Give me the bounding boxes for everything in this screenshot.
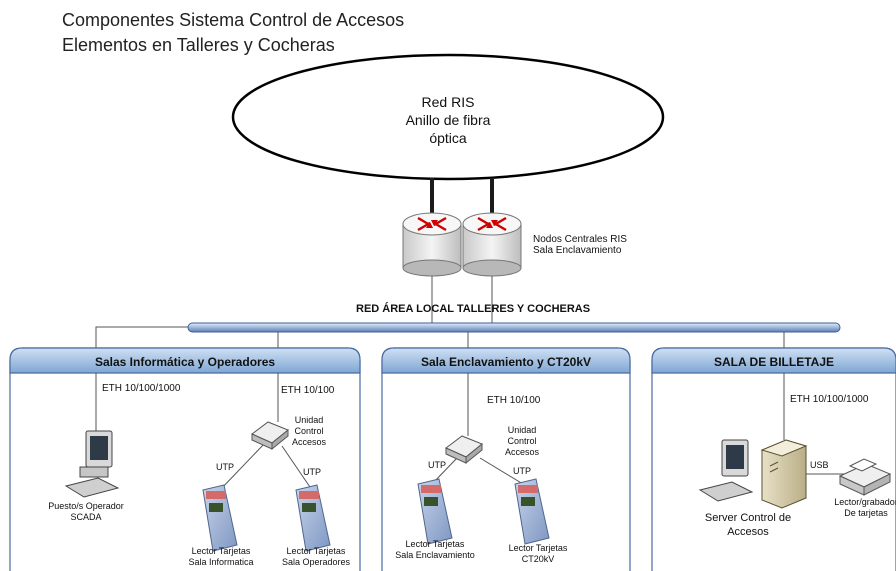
p2-reader1-label: Lector Tarjetas Sala Enclavamiento bbox=[395, 539, 475, 561]
lan-left-branch bbox=[95, 326, 188, 348]
card-writer-icon bbox=[838, 458, 892, 496]
p2-reader1-label-line-1: Lector Tarjetas bbox=[405, 539, 465, 549]
p1-unit-label: Unidad Control Accesos bbox=[292, 415, 326, 448]
p1-unit-label-line-3: Accesos bbox=[291, 437, 327, 447]
p2-eth-label: ETH 10/100 bbox=[487, 395, 541, 406]
p1-reader1-label: Lector Tarjetas Sala Informatica bbox=[188, 546, 253, 568]
p2-reader2-label-line-1: Lector Tarjetas bbox=[508, 543, 568, 553]
p1-utp-right-label: UTP bbox=[303, 467, 321, 477]
p3-eth-label: ETH 10/100/1000 bbox=[790, 394, 869, 405]
ris-fiber-ring bbox=[231, 53, 665, 181]
lan-label: RED ÁREA LOCAL TALLERES Y COCHERAS bbox=[356, 303, 591, 315]
p2-unit-label-line-2: Control bbox=[507, 436, 537, 446]
p1-utp-left-label: UTP bbox=[216, 462, 234, 472]
routers-label-line-1: Nodos Centrales RIS bbox=[533, 234, 627, 245]
p2-utp-right bbox=[479, 457, 524, 485]
p1-pc-label-line-2: SCADA bbox=[70, 512, 102, 522]
p3-server-label-line-2: Accesos bbox=[727, 526, 769, 538]
p1-reader2-label-line-1: Lector Tarjetas bbox=[286, 546, 346, 556]
p1-utp-left bbox=[219, 442, 266, 491]
panel-3-title: SALA DE BILLETAJE bbox=[713, 355, 835, 369]
panel-1-title: Salas Informática y Operadores bbox=[94, 355, 276, 369]
router-2-icon bbox=[462, 212, 522, 277]
p1-utp-right bbox=[281, 445, 313, 491]
router-1-icon bbox=[402, 212, 462, 277]
p1-unit-label-line-1: Unidad bbox=[294, 415, 324, 425]
p1-reader1-label-line-1: Lector Tarjetas bbox=[191, 546, 251, 556]
p3-writer-label-line-1: Lector/grabador bbox=[834, 497, 896, 507]
lan-bus bbox=[187, 322, 841, 333]
p2-reader2-label: Lector Tarjetas CT20kV bbox=[509, 543, 568, 565]
ris-ring-label: Red RIS Anillo de fibra óptica bbox=[406, 93, 491, 147]
p3-writer-label: Lector/grabador De tarjetas bbox=[834, 497, 896, 519]
card-reader-enclavamiento-icon bbox=[417, 478, 453, 545]
ring-label-line-1: Red RIS bbox=[421, 94, 475, 110]
ring-label-line-2: Anillo de fibra bbox=[405, 112, 491, 128]
p3-server-label: Server Control de Accesos bbox=[705, 511, 791, 539]
panel-2-frame bbox=[381, 347, 631, 571]
p1-pc-label-line-1: Puesto/s Operador bbox=[48, 501, 124, 511]
p1-reader2-label: Lector Tarjetas Sala Operadores bbox=[282, 546, 350, 568]
p1-unit-label-line-2: Control bbox=[294, 426, 324, 436]
routers-label: Nodos Centrales RIS Sala Enclavamiento bbox=[533, 234, 627, 256]
p2-utp-right-label: UTP bbox=[513, 466, 531, 476]
access-control-unit-2-icon bbox=[445, 435, 483, 465]
p2-utp-left-label: UTP bbox=[428, 460, 446, 470]
operator-pc-icon bbox=[64, 430, 120, 498]
p2-reader2-label-line-2: CT20kV bbox=[521, 554, 555, 564]
p1-reader2-label-line-2: Sala Operadores bbox=[281, 557, 351, 567]
p3-usb-label: USB bbox=[810, 460, 829, 470]
ring-label-line-3: óptica bbox=[429, 130, 467, 146]
p2-unit-label-line-1: Unidad bbox=[507, 425, 537, 435]
p1-pc-label: Puesto/s Operador SCADA bbox=[48, 501, 124, 523]
access-control-unit-1-icon bbox=[251, 421, 289, 451]
card-reader-informatica-icon bbox=[202, 484, 238, 552]
p1-eth-unit-label: ETH 10/100 bbox=[281, 385, 335, 396]
p2-unit-label: Unidad Control Accesos bbox=[505, 425, 539, 458]
p3-server-label-line-1: Server Control de bbox=[704, 512, 792, 524]
p3-writer-label-line-2: De tarjetas bbox=[844, 508, 888, 518]
card-reader-operadores-icon bbox=[295, 484, 331, 552]
p2-reader1-label-line-2: Sala Enclavamiento bbox=[395, 550, 475, 560]
p2-unit-label-line-3: Accesos bbox=[504, 447, 540, 457]
panel-1-frame bbox=[9, 347, 361, 571]
panel-2-title: Sala Enclavamiento y CT20kV bbox=[420, 355, 592, 369]
diagram-title-line-2: Elementos en Talleres y Cocheras bbox=[62, 35, 335, 55]
diagram-title-line-1: Componentes Sistema Control de Accesos bbox=[62, 10, 405, 30]
p1-eth-pc-label: ETH 10/100/1000 bbox=[102, 383, 181, 394]
p1-reader1-label-line-2: Sala Informatica bbox=[188, 557, 254, 567]
card-reader-ct20kv-icon bbox=[514, 478, 550, 545]
routers-label-line-2: Sala Enclavamiento bbox=[533, 245, 622, 256]
access-server-icon bbox=[698, 439, 808, 509]
